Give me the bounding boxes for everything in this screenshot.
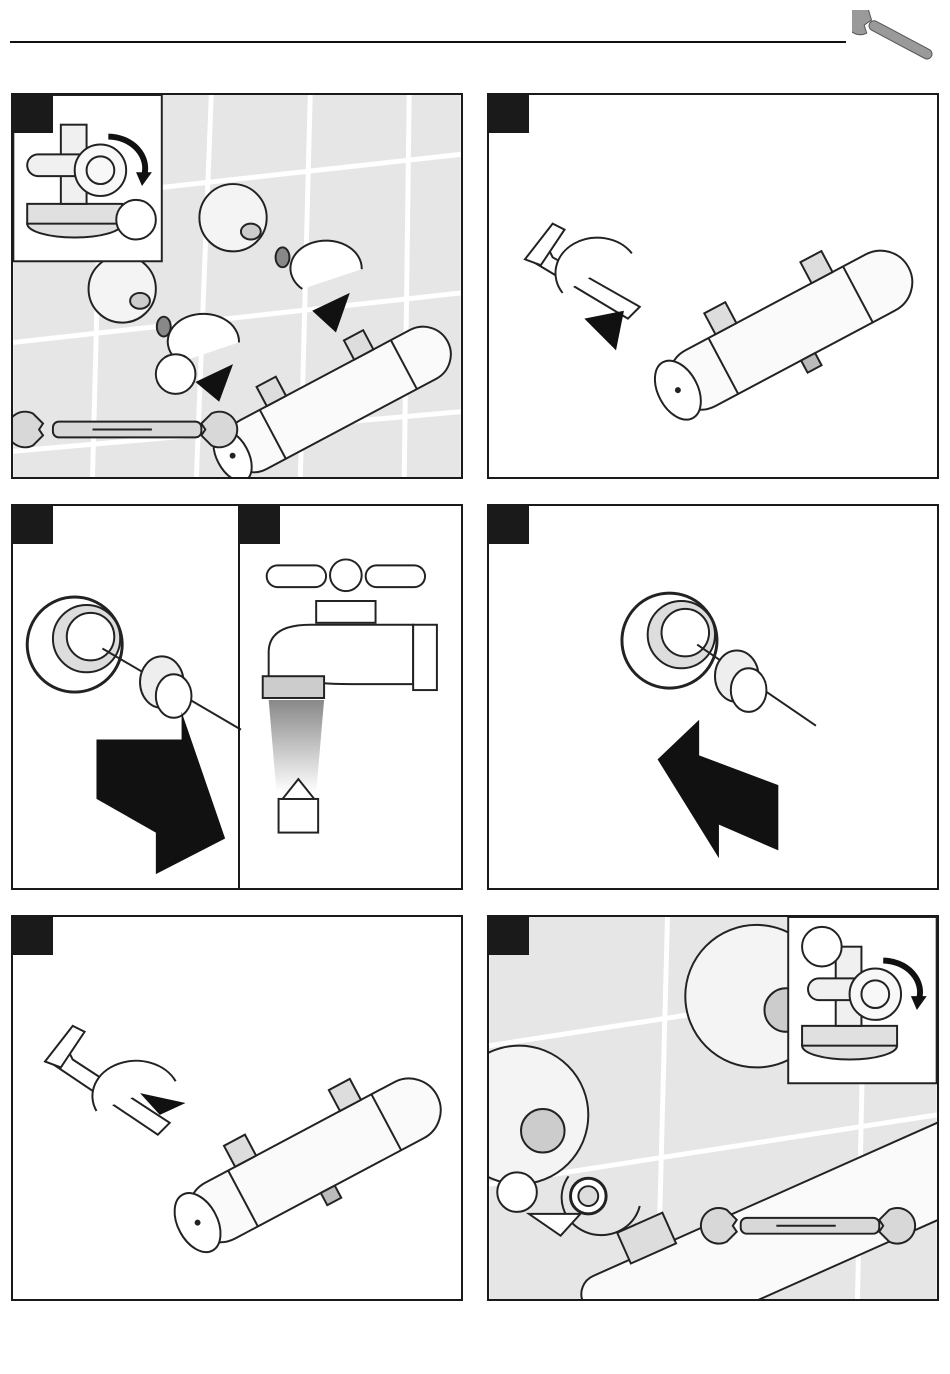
panel-1-illustration	[13, 95, 461, 477]
panel-6	[487, 915, 939, 1301]
panel-2	[487, 93, 939, 479]
subpanel-divider	[238, 506, 240, 888]
wrench-icon	[852, 10, 942, 66]
header-rule	[10, 41, 846, 43]
step-badge	[13, 917, 53, 955]
panel-3-illustration	[13, 506, 461, 888]
panel-3	[11, 504, 463, 890]
panel-4	[487, 504, 939, 890]
step-badge	[489, 95, 529, 133]
panel-5-illustration	[13, 917, 461, 1299]
panel-2-illustration	[489, 95, 937, 477]
step-badge	[13, 95, 53, 133]
step-badge	[489, 917, 529, 955]
step-badge	[489, 506, 529, 544]
panel-1	[11, 93, 463, 479]
panel-4-illustration	[489, 506, 937, 888]
step-badge	[13, 506, 53, 544]
step-badge	[240, 506, 280, 544]
panel-6-illustration	[489, 917, 937, 1299]
panel-5	[11, 915, 463, 1301]
